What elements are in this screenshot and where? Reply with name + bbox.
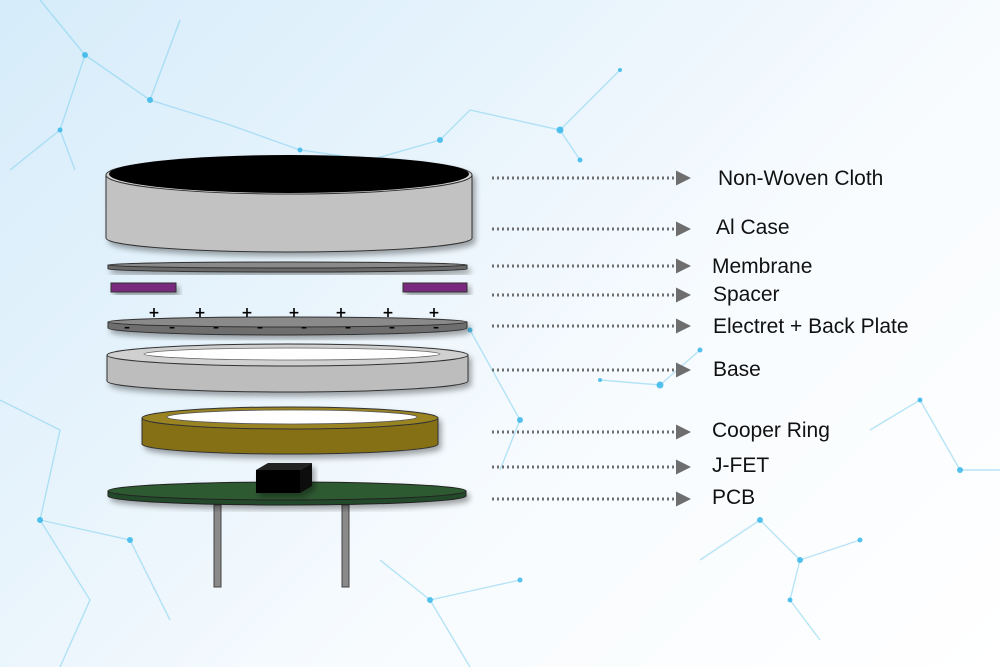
jfet-chip bbox=[256, 463, 312, 493]
spacer-left bbox=[110, 282, 177, 293]
plus-charge: + bbox=[428, 305, 440, 321]
plus-charge: + bbox=[335, 305, 347, 321]
label-membrane: Membrane bbox=[712, 255, 813, 278]
non-woven-cloth bbox=[109, 155, 469, 193]
label-cooper-ring: Cooper Ring bbox=[712, 419, 830, 442]
label-al-case: Al Case bbox=[716, 216, 790, 239]
label-electret-back-plate: Electret + Back Plate bbox=[713, 315, 909, 338]
plus-charge: + bbox=[288, 305, 300, 321]
label-non-woven-cloth: Non-Woven Cloth bbox=[718, 167, 884, 190]
label-base: Base bbox=[713, 358, 761, 381]
minus-charge: – bbox=[213, 320, 219, 334]
spacer-right bbox=[402, 282, 468, 293]
label-pcb: PCB bbox=[712, 486, 756, 509]
minus-charge: – bbox=[257, 320, 263, 334]
membrane-disc bbox=[107, 261, 468, 273]
electret-plus-charges: + + + + + + + bbox=[148, 305, 440, 321]
minus-charge: – bbox=[433, 320, 439, 334]
base-disc bbox=[106, 343, 469, 393]
pcb-pin-left bbox=[213, 504, 222, 588]
electret-minus-charges: –––––––– bbox=[124, 320, 439, 334]
label-jfet: J-FET bbox=[712, 454, 770, 477]
plus-charge: + bbox=[194, 305, 206, 321]
plus-charge: + bbox=[148, 305, 160, 321]
copper-ring bbox=[141, 406, 439, 455]
plus-charge: + bbox=[241, 305, 253, 321]
minus-charge: – bbox=[345, 320, 351, 334]
minus-charge: – bbox=[301, 320, 307, 334]
label-spacer: Spacer bbox=[713, 283, 780, 306]
minus-charge: – bbox=[389, 320, 395, 334]
minus-charge: – bbox=[169, 320, 175, 334]
electret-back-plate bbox=[107, 316, 468, 336]
plus-charge: + bbox=[382, 305, 394, 321]
pcb-pin-right bbox=[341, 504, 350, 588]
minus-charge: – bbox=[124, 320, 130, 334]
